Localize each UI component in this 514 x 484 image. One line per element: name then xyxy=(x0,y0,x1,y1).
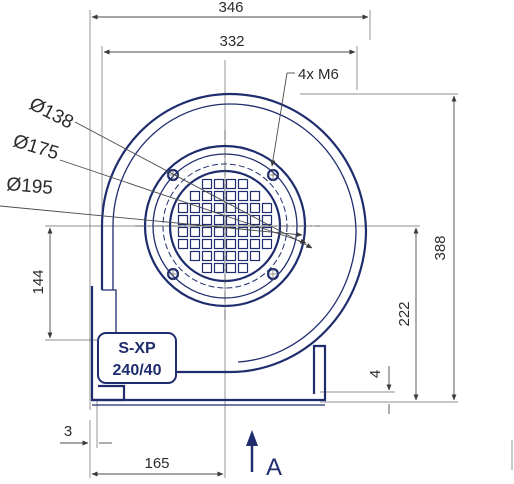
grille-cell xyxy=(225,190,237,202)
grille-cell xyxy=(237,190,249,202)
grille-cell xyxy=(201,214,213,226)
grille-cell xyxy=(189,250,201,262)
dim-332: 332 xyxy=(103,33,356,55)
grille-cell xyxy=(213,250,225,262)
grille-cell xyxy=(249,238,261,250)
view-label: A xyxy=(266,454,282,481)
grille-cell xyxy=(189,226,201,238)
grille-cell xyxy=(225,214,237,226)
grille-cell xyxy=(189,238,201,250)
grille-cell xyxy=(249,202,261,214)
grille-cell xyxy=(189,190,201,202)
dim-4-label: 4 xyxy=(367,370,384,378)
grille-cell xyxy=(213,190,225,202)
dim-165: 165 xyxy=(91,455,224,477)
center-lines xyxy=(135,130,320,320)
bolt-callout-label: 4x M6 xyxy=(298,66,339,83)
grille-cell xyxy=(261,238,273,250)
grille-cell xyxy=(201,262,213,274)
inlet-grille xyxy=(177,178,273,274)
model-label-line2: 240/40 xyxy=(113,362,162,379)
dim-144-label: 144 xyxy=(30,269,47,294)
grille-cell xyxy=(213,262,225,274)
grille-cell xyxy=(237,238,249,250)
dim-388-label: 388 xyxy=(432,235,449,260)
dim-388: 388 xyxy=(432,95,457,401)
grille-cell xyxy=(225,238,237,250)
grille-cell xyxy=(249,250,261,262)
dim-165-label: 165 xyxy=(144,455,169,472)
diameter-175-label: Ø175 xyxy=(11,131,62,165)
dim-144: 144 xyxy=(30,227,53,339)
grille-cell xyxy=(201,190,213,202)
dim-346-label: 346 xyxy=(218,0,243,16)
grille-cell xyxy=(225,178,237,190)
grille-cell xyxy=(225,202,237,214)
grille-cell xyxy=(237,250,249,262)
grille-cell xyxy=(177,226,189,238)
grille-cell xyxy=(213,214,225,226)
grille-cell xyxy=(177,214,189,226)
grille-cell xyxy=(213,202,225,214)
grille-cell xyxy=(237,202,249,214)
grille-cell xyxy=(201,250,213,262)
grille-cell xyxy=(213,178,225,190)
grille-cell xyxy=(177,238,189,250)
dim-346: 346 xyxy=(91,0,369,20)
diameter-195-label: Ø195 xyxy=(6,174,54,199)
grille-cell xyxy=(237,226,249,238)
bolt-callout: 4x M6 xyxy=(270,66,339,167)
dim-3: 3 xyxy=(60,423,112,446)
view-arrow-a: A xyxy=(246,430,282,481)
dim-222: 222 xyxy=(396,227,419,401)
dim-3-label: 3 xyxy=(64,423,72,440)
grille-cell xyxy=(225,262,237,274)
grille-cell xyxy=(213,238,225,250)
grille-cell xyxy=(189,214,201,226)
diameter-138-label: Ø138 xyxy=(26,94,77,134)
bolt-holes xyxy=(166,168,280,281)
grille-cell xyxy=(201,202,213,214)
grille-cell xyxy=(201,226,213,238)
dim-4: 4 xyxy=(367,366,392,414)
grille-cell xyxy=(249,190,261,202)
grille-cell xyxy=(261,214,273,226)
grille-cell xyxy=(201,178,213,190)
grille-cell xyxy=(237,262,249,274)
grille-cell xyxy=(249,214,261,226)
grille-cell xyxy=(177,202,189,214)
dim-222-label: 222 xyxy=(396,301,413,326)
grille-cell xyxy=(201,238,213,250)
grille-cell xyxy=(249,226,261,238)
grille-cell xyxy=(225,250,237,262)
grille-cell xyxy=(213,226,225,238)
dim-332-label: 332 xyxy=(219,33,244,50)
grille-cell xyxy=(225,226,237,238)
model-label-line1: S-XP xyxy=(118,340,156,357)
grille-cell xyxy=(237,178,249,190)
model-label-plate: S-XP 240/40 xyxy=(97,332,177,384)
grille-cell xyxy=(261,202,273,214)
grille-cell xyxy=(189,202,201,214)
